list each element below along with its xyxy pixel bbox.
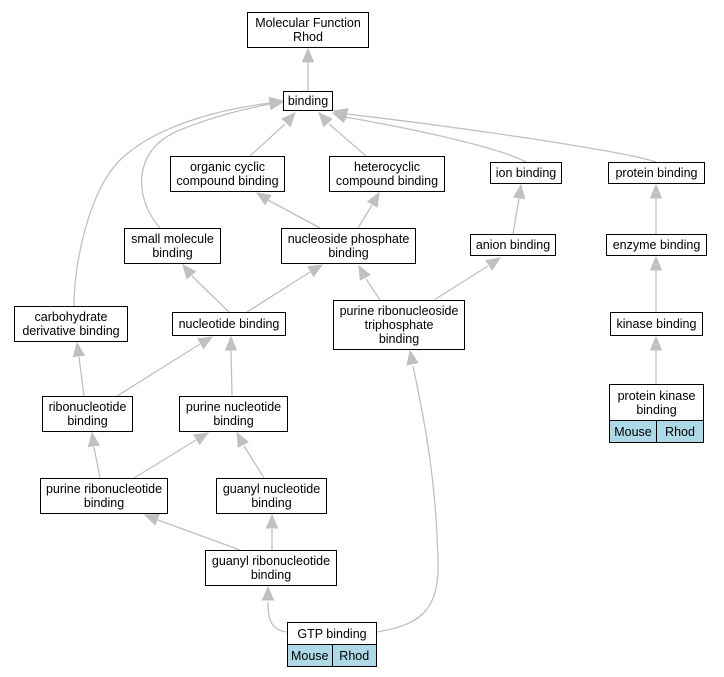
edge-gnb-pnb bbox=[236, 431, 265, 479]
edge-binding-mf bbox=[301, 47, 315, 91]
arrowhead-icon bbox=[332, 107, 349, 121]
arrowhead-icon bbox=[72, 341, 86, 358]
edge-anion-ion bbox=[512, 183, 526, 235]
edge-ion-binding bbox=[331, 111, 527, 163]
arrowhead-icon bbox=[261, 585, 275, 601]
arrowhead-icon bbox=[512, 183, 526, 200]
edge-ntb-smb bbox=[182, 264, 230, 313]
edge-rnb-carb bbox=[72, 341, 86, 397]
node-kinase-binding[interactable]: kinase binding bbox=[610, 312, 703, 336]
arrowhead-icon bbox=[318, 112, 333, 128]
arrowhead-icon bbox=[265, 513, 279, 529]
tag-mouse[interactable]: Mouse bbox=[610, 421, 656, 442]
arrowhead-icon bbox=[406, 349, 419, 366]
edge-prnb-pnb bbox=[133, 432, 210, 479]
edge-pnb-ntb bbox=[224, 335, 238, 397]
arrowhead-icon bbox=[485, 257, 502, 271]
edge-grnb-prnb bbox=[143, 514, 241, 551]
arrowhead-icon bbox=[307, 264, 324, 278]
tag-rhod[interactable]: Rhod bbox=[331, 645, 376, 666]
edge-gtp-prtb bbox=[376, 349, 439, 633]
arrowhead-icon bbox=[197, 336, 214, 350]
arrowhead-icon bbox=[649, 335, 663, 351]
arrowhead-icon bbox=[649, 183, 663, 199]
arrowhead-icon bbox=[281, 112, 296, 128]
edge-grnb-gnb bbox=[265, 513, 279, 550]
edge-kinase-enzyme bbox=[649, 255, 663, 312]
node-ion-binding[interactable]: ion binding bbox=[490, 162, 562, 184]
arrowhead-icon bbox=[649, 255, 663, 271]
edge-hcb-binding bbox=[318, 112, 367, 157]
node-nucleotide-binding[interactable]: nucleotide binding bbox=[172, 312, 286, 336]
arrowhead-icon bbox=[255, 192, 272, 206]
edge-enzyme-protein bbox=[649, 183, 663, 234]
tag-mouse[interactable]: Mouse bbox=[288, 645, 332, 666]
edge-nspb-hcb bbox=[357, 191, 380, 229]
edge-prtb-anion bbox=[433, 257, 502, 301]
node-enzyme-binding[interactable]: enzyme binding bbox=[606, 234, 707, 256]
arrowhead-icon bbox=[224, 335, 238, 351]
arrowhead-icon bbox=[193, 432, 210, 446]
node-gtp-binding[interactable]: GTP binding Mouse Rhod bbox=[287, 622, 377, 667]
edge-prtb-nspb bbox=[358, 264, 381, 301]
edge-gtp-grnb bbox=[261, 585, 288, 633]
edge-ntb-nspb bbox=[246, 264, 324, 313]
node-protein-binding[interactable]: protein binding bbox=[608, 162, 705, 184]
edge-carb-binding bbox=[73, 96, 285, 307]
node-anion-binding[interactable]: anion binding bbox=[470, 234, 556, 256]
arrowhead-icon bbox=[301, 47, 315, 63]
edge-occb-binding bbox=[249, 112, 296, 157]
edge-rnb-ntb bbox=[116, 336, 214, 397]
arrowhead-icon bbox=[268, 96, 285, 110]
arrowhead-icon bbox=[366, 191, 380, 208]
edge-protein-binding bbox=[332, 107, 657, 163]
arrowhead-icon bbox=[236, 431, 249, 448]
arrowhead-icon bbox=[182, 264, 197, 280]
tag-rhod[interactable]: Rhod bbox=[656, 421, 703, 442]
edge-prnb-rnb bbox=[87, 431, 101, 479]
node-binding[interactable]: binding bbox=[283, 91, 333, 111]
arrowhead-icon bbox=[358, 264, 371, 281]
arrowhead-icon bbox=[87, 431, 101, 448]
edge-pkb-kinase bbox=[649, 335, 663, 384]
edge-nspb-occb bbox=[255, 192, 321, 229]
arrowhead-icon bbox=[143, 514, 160, 526]
